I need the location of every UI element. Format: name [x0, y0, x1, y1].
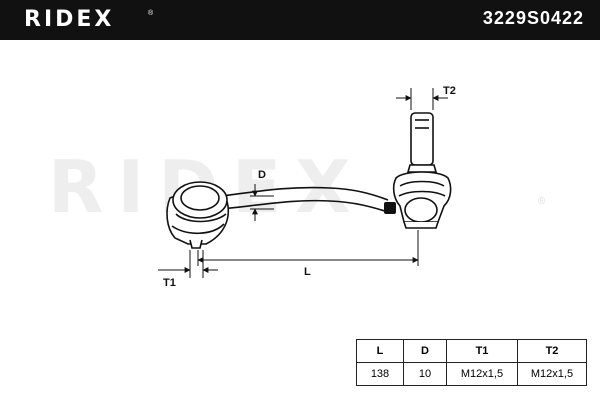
- spec-value-l: 138: [356, 362, 404, 386]
- spec-header-t1: T1: [446, 339, 518, 363]
- dimension-l: [197, 230, 419, 266]
- dim-label-l: L: [304, 266, 311, 278]
- spec-header-l: L: [356, 339, 404, 363]
- right-ball-joint: [392, 112, 452, 229]
- dimension-t1: [158, 250, 218, 278]
- rod-clamp: [384, 202, 396, 214]
- spec-table-value-row: 138 10 M12x1,5 M12x1,5: [356, 362, 587, 386]
- dimension-d: [250, 184, 274, 221]
- spec-value-t2: M12x1,5: [517, 362, 587, 386]
- brand-registered-mark: ®: [148, 10, 154, 17]
- left-ball-joint: [166, 181, 230, 249]
- watermark-registered-mark: ®: [538, 196, 546, 207]
- spec-header-t2: T2: [517, 339, 587, 363]
- dim-label-d: D: [258, 169, 266, 181]
- part-number: 3229S0422: [482, 8, 584, 28]
- stabilizer-link-drawing: T2 D L T1: [158, 85, 456, 289]
- brand-logo: RIDEX: [24, 7, 115, 32]
- dimension-t2: [396, 88, 448, 110]
- dim-label-t2: T2: [443, 85, 456, 97]
- spec-value-t1: M12x1,5: [446, 362, 518, 386]
- dim-label-t1: T1: [163, 277, 176, 289]
- spec-table: L D T1 T2 138 10 M12x1,5 M12x1,5: [356, 339, 587, 386]
- header-bar: RIDEX ® 3229S0422: [0, 0, 600, 40]
- spec-table-header-row: L D T1 T2: [356, 339, 587, 363]
- spec-value-d: 10: [403, 362, 447, 386]
- spec-header-d: D: [403, 339, 447, 363]
- link-rod: [221, 186, 389, 213]
